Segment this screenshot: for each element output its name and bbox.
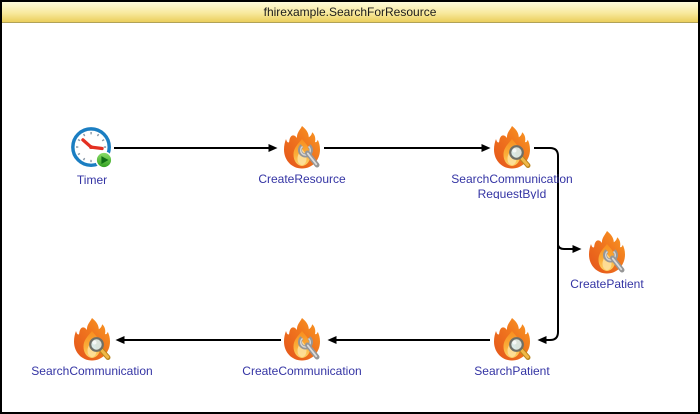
node-label: SearchCommunication [31,364,153,378]
node-label-line2: RequestById [477,188,547,199]
node-label: CreateCommunication [242,364,362,378]
node-label: Timer [76,173,108,187]
node-search-communication-request-by-id[interactable]: SearchCommunication RequestById [427,125,597,199]
window-title: fhirexample.SearchForResource [263,5,437,19]
flame-magnifier-icon [74,318,112,361]
node-create-patient[interactable]: CreatePatient [522,230,692,291]
node-label: CreateResource [258,172,346,186]
clock-play-icon [71,127,114,170]
node-create-communication[interactable]: CreateCommunication [217,317,387,378]
flame-wrench-icon [284,126,320,169]
node-label: SearchCommunication [451,172,573,186]
node-label: SearchPatient [474,364,550,378]
flame-magnifier-icon [494,126,532,169]
flame-wrench-icon [284,318,320,361]
node-label: CreatePatient [570,277,644,291]
node-timer[interactable]: Timer [7,126,177,187]
flame-magnifier-icon [494,318,532,361]
node-search-communication[interactable]: SearchCommunication [7,317,177,378]
flame-wrench-icon [589,231,625,274]
window-title-bar: fhirexample.SearchForResource [2,2,698,23]
node-search-patient[interactable]: SearchPatient [427,317,597,378]
node-create-resource[interactable]: CreateResource [217,125,387,186]
